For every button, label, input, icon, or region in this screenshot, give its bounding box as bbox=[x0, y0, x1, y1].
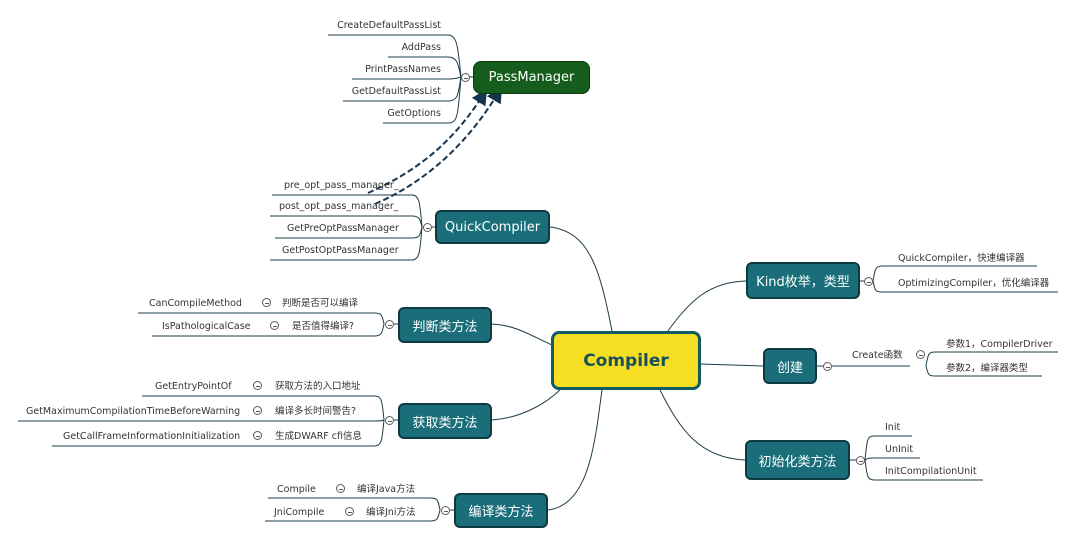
edge-compile-jnicompile bbox=[265, 509, 441, 522]
leaf-getcallframeinformation[interactable]: GetCallFrameInformationInitialization bbox=[63, 431, 241, 442]
edge-compile-compile bbox=[268, 497, 441, 511]
edge-kind-quick bbox=[872, 265, 1037, 282]
reference-arrow-postopt bbox=[374, 86, 503, 205]
node-judge-methods[interactable]: 判断类方法 bbox=[398, 307, 492, 343]
leaf-getentrypointof[interactable]: GetEntryPointOf bbox=[155, 381, 232, 392]
node-passmanager[interactable]: PassManager bbox=[473, 61, 590, 94]
edge-judge-pathological bbox=[152, 323, 385, 337]
collapse-toggle-compile[interactable] bbox=[441, 506, 450, 515]
leaf-create-arg1[interactable]: 参数1，CompilerDriver bbox=[946, 339, 1053, 350]
edge-pm-addpass bbox=[388, 56, 462, 78]
leaf-post-opt-pass-manager[interactable]: post_opt_pass_manager_ bbox=[279, 201, 399, 212]
node-get-methods[interactable]: 获取类方法 bbox=[398, 403, 492, 439]
edge-init-initcompilationunit bbox=[864, 459, 983, 481]
leaf-init[interactable]: Init bbox=[885, 422, 901, 433]
leaf-kind-optimizingcompiler[interactable]: OptimizingCompiler，优化编译器 bbox=[898, 278, 1050, 289]
node-compile-methods-label: 编译类方法 bbox=[468, 505, 534, 520]
collapse-toggle-cancompile[interactable] bbox=[262, 298, 271, 307]
collapse-toggle-pathological[interactable] bbox=[270, 321, 279, 330]
leaf-ispathologicalcase-desc: 是否值得编译? bbox=[292, 321, 355, 332]
collapse-toggle-init[interactable] bbox=[856, 456, 865, 465]
collapse-toggle-createfn[interactable] bbox=[916, 350, 925, 359]
edge-root-kind bbox=[667, 280, 747, 332]
edge-pm-createdefaultpasslist bbox=[328, 34, 462, 78]
leaf-getcallframeinformation-desc: 生成DWARF cfi信息 bbox=[275, 431, 362, 442]
node-create[interactable]: 创建 bbox=[763, 348, 817, 384]
edge-qc-preopt bbox=[272, 194, 423, 228]
leaf-addpass[interactable]: AddPass bbox=[401, 42, 441, 53]
leaf-jnicompile-desc: 编译Jni方法 bbox=[366, 507, 416, 518]
collapse-toggle-compile-item[interactable] bbox=[336, 484, 345, 493]
edge-init-init bbox=[864, 435, 912, 461]
collapse-toggle-jnicompile[interactable] bbox=[345, 507, 354, 516]
node-compile-methods[interactable]: 编译类方法 bbox=[454, 493, 548, 528]
leaf-initcompilationunit[interactable]: InitCompilationUnit bbox=[885, 466, 977, 477]
root-node-compiler[interactable]: Compiler bbox=[551, 331, 701, 390]
collapse-toggle-quickcompiler[interactable] bbox=[423, 223, 432, 232]
edge-kind-optimizing bbox=[872, 280, 1058, 293]
edge-root-init bbox=[659, 389, 746, 461]
leaf-getentrypointof-desc: 获取方法的入口地址 bbox=[275, 381, 361, 392]
collapse-toggle-judge[interactable] bbox=[385, 320, 394, 329]
collapse-toggle-create[interactable] bbox=[823, 362, 832, 371]
collapse-toggle-get[interactable] bbox=[385, 416, 394, 425]
leaf-getmaximumcompilationtime[interactable]: GetMaximumCompilationTimeBeforeWarning bbox=[26, 406, 241, 417]
leaf-getoptions[interactable]: GetOptions bbox=[387, 108, 441, 119]
edge-root-compile bbox=[547, 389, 603, 511]
root-node-label: Compiler bbox=[583, 350, 669, 371]
reference-arrow-preopt bbox=[367, 88, 488, 194]
node-init-methods-label: 初始化类方法 bbox=[758, 454, 837, 470]
edge-root-quickcompiler bbox=[549, 226, 613, 332]
leaf-getpostoptpassmanager[interactable]: GetPostOptPassManager bbox=[282, 245, 399, 256]
edge-get-maxtime bbox=[18, 419, 385, 422]
edge-qc-postopt bbox=[270, 215, 423, 228]
leaf-createdefaultpasslist[interactable]: CreateDefaultPassList bbox=[337, 20, 441, 31]
leaf-cancompilemethod-desc: 判断是否可以编译 bbox=[282, 298, 359, 309]
edge-pm-getoptions bbox=[383, 76, 462, 124]
edge-create-arg1 bbox=[925, 351, 1058, 367]
node-init-methods[interactable]: 初始化类方法 bbox=[745, 440, 850, 480]
collapse-toggle-kind[interactable] bbox=[864, 277, 873, 286]
leaf-printpassnames[interactable]: PrintPassNames bbox=[365, 64, 441, 75]
leaf-cancompilemethod[interactable]: CanCompileMethod bbox=[149, 298, 242, 309]
leaf-getpreoptpassmanager[interactable]: GetPreOptPassManager bbox=[287, 223, 399, 234]
node-passmanager-label: PassManager bbox=[488, 70, 575, 85]
leaf-uninit[interactable]: UnInit bbox=[885, 444, 914, 455]
node-get-methods-label: 获取类方法 bbox=[412, 415, 478, 431]
edge-root-judge bbox=[491, 323, 553, 346]
node-judge-methods-label: 判断类方法 bbox=[412, 319, 478, 335]
leaf-compile-desc: 编译Java方法 bbox=[357, 484, 416, 495]
edge-create-arg2 bbox=[925, 365, 1042, 377]
leaf-compile[interactable]: Compile bbox=[277, 484, 316, 495]
edge-root-create bbox=[699, 363, 764, 367]
collapse-toggle-passmanager[interactable] bbox=[461, 73, 470, 82]
edge-get-entrypoint bbox=[142, 395, 385, 421]
edge-judge-cancompile bbox=[138, 312, 385, 325]
leaf-getmaximumcompilationtime-desc: 编译多长时间警告? bbox=[275, 406, 357, 417]
leaf-getdefaultpasslist[interactable]: GetDefaultPassList bbox=[351, 86, 441, 97]
edge-qc-getpostopt bbox=[270, 226, 423, 261]
node-quickcompiler[interactable]: QuickCompiler bbox=[435, 210, 550, 244]
edge-root-get bbox=[491, 387, 563, 421]
leaf-create-arg2[interactable]: 参数2，编译器类型 bbox=[946, 363, 1029, 374]
edge-get-cfi bbox=[52, 419, 385, 447]
leaf-kind-quickcompiler[interactable]: QuickCompiler，快速编译器 bbox=[898, 253, 1025, 264]
collapse-toggle-entrypoint[interactable] bbox=[253, 381, 262, 390]
collapse-toggle-maxtime[interactable] bbox=[253, 406, 262, 415]
edge-init-uninit bbox=[864, 457, 920, 461]
node-kind-enum[interactable]: Kind枚举，类型 bbox=[746, 262, 860, 299]
node-quickcompiler-label: QuickCompiler bbox=[444, 219, 541, 235]
leaf-pre-opt-pass-manager[interactable]: pre_opt_pass_manager_ bbox=[284, 180, 399, 191]
node-create-label: 创建 bbox=[776, 360, 803, 376]
node-kind-enum-label: Kind枚举，类型 bbox=[756, 275, 850, 290]
leaf-jnicompile[interactable]: JniCompile bbox=[274, 507, 325, 518]
collapse-toggle-cfi[interactable] bbox=[253, 431, 262, 440]
leaf-create-function[interactable]: Create函数 bbox=[852, 350, 903, 361]
leaf-ispathologicalcase[interactable]: IsPathologicalCase bbox=[162, 321, 251, 332]
edge-pm-printpassnames bbox=[352, 76, 462, 80]
